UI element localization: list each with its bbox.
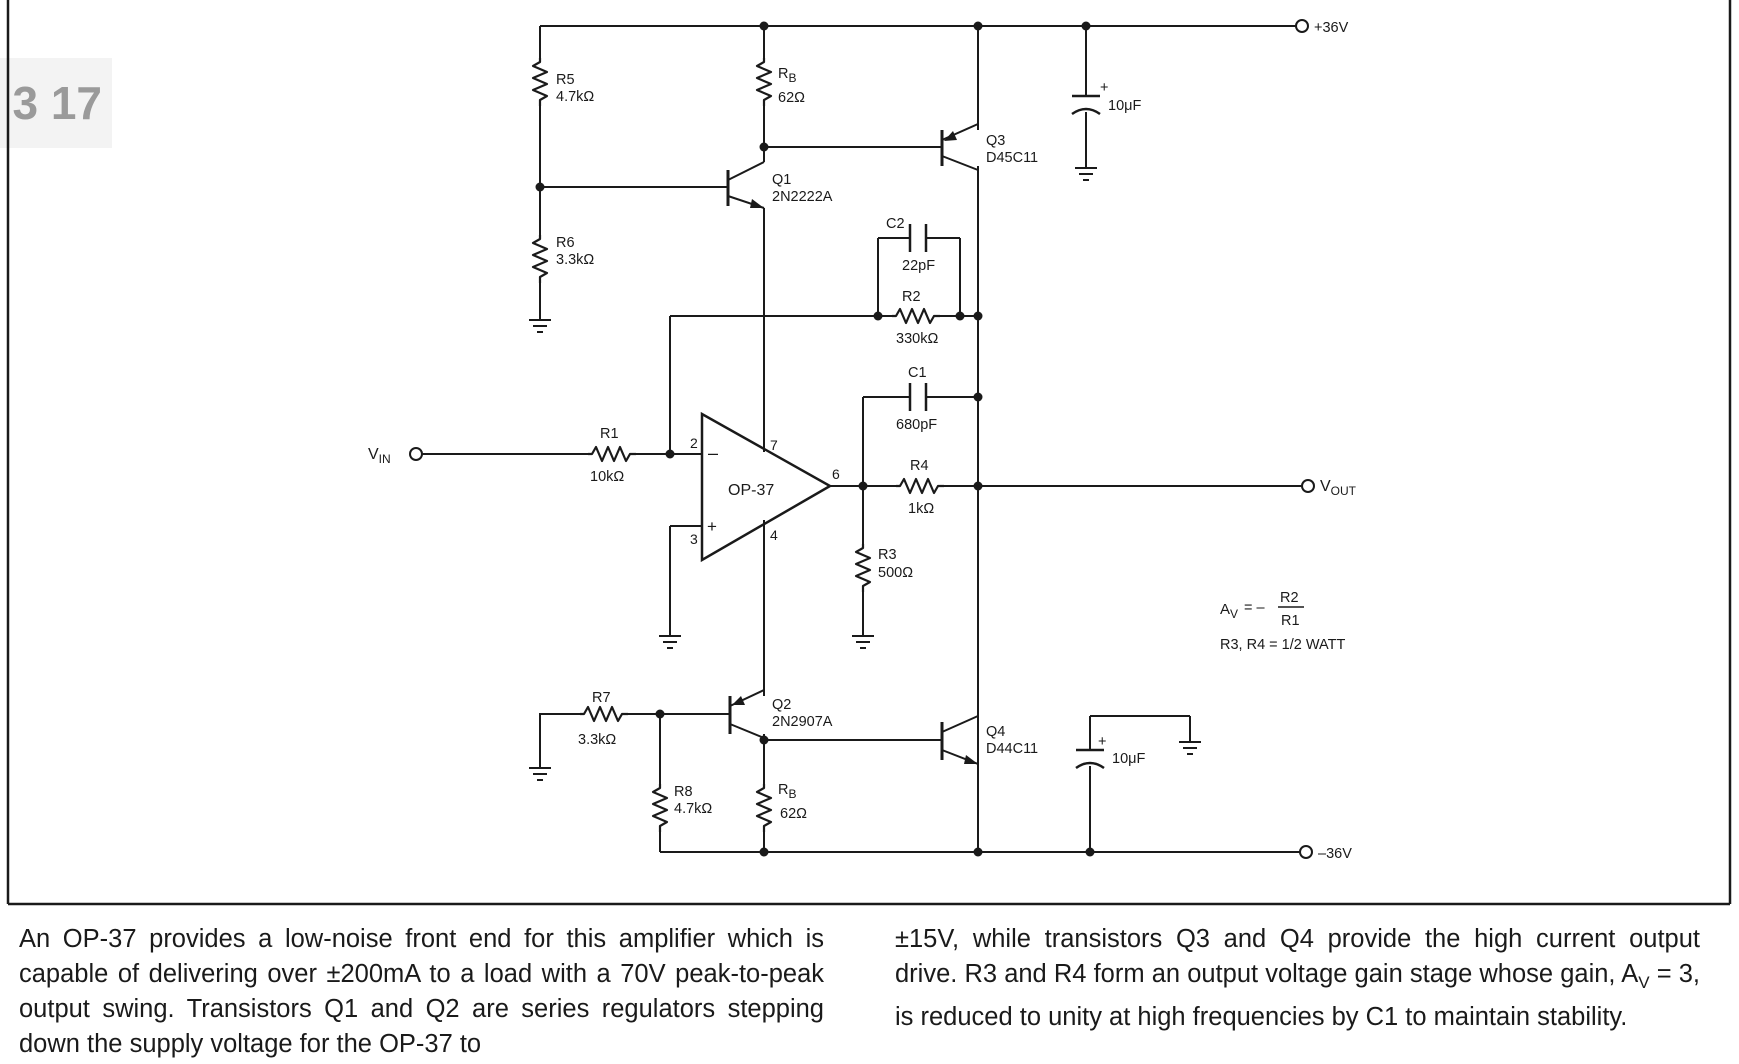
rb-bot-ref: RB (778, 782, 797, 801)
gain-lhs: AV (1220, 601, 1238, 621)
opamp-pin-3: 3 (690, 531, 698, 547)
r2-resistor (892, 307, 940, 325)
ground-icon-r7 (529, 767, 551, 781)
c-top-pol: + (1100, 80, 1108, 96)
opamp-pin-4: 4 (770, 527, 778, 543)
c-bot-capacitor (1075, 748, 1105, 770)
vout-terminal (1301, 479, 1315, 493)
c1-capacitor (908, 383, 928, 411)
q1-transistor (726, 147, 765, 209)
ground-icon-cap-top (1075, 167, 1097, 181)
page-tag: 3 17 (0, 58, 112, 148)
caption-left: An OP-37 provides a low-noise front end … (19, 925, 824, 1058)
r8-resistor (651, 784, 669, 832)
c-bot-pol: + (1098, 734, 1106, 750)
ground-symbols (529, 167, 1201, 781)
ground-icon-noninv (659, 635, 681, 649)
gain-denominator: R1 (1281, 613, 1300, 629)
r6-ref: R6 (556, 235, 575, 251)
q1-ref: Q1 (772, 172, 791, 188)
r3-ref: R3 (878, 547, 897, 563)
c2-capacitor (908, 224, 928, 252)
r7-resistor (580, 705, 628, 723)
vplus-terminal (1295, 19, 1309, 33)
rb-bot-resistor (755, 784, 773, 832)
r6-value: 3.3kΩ (556, 252, 594, 268)
r4-resistor (896, 477, 944, 495)
c1-ref: C1 (908, 365, 927, 381)
q4-ref: Q4 (986, 724, 1005, 740)
vminus-terminal (1299, 845, 1313, 859)
frame (6, 0, 1732, 906)
q1-part: 2N2222A (772, 189, 833, 205)
opamp-pin-6: 6 (832, 466, 840, 482)
wires (422, 25, 1302, 853)
q4-part: D44C11 (986, 741, 1038, 757)
opamp-minus-sign: – (708, 443, 718, 463)
r5-resistor (531, 58, 549, 106)
r1-resistor (588, 445, 636, 463)
vout-label: VOUT (1320, 478, 1357, 498)
ground-icon-r6 (529, 319, 551, 333)
r8-ref: R8 (674, 784, 693, 800)
q2-ref: Q2 (772, 697, 791, 713)
gain-numerator: R2 (1280, 590, 1299, 606)
q2-transistor (728, 689, 765, 739)
r7-ref: R7 (592, 690, 611, 706)
c-bot-value: 10μF (1112, 751, 1145, 767)
r1-value: 10kΩ (590, 469, 624, 485)
opamp-pin-7: 7 (770, 437, 778, 453)
opamp-name: OP-37 (728, 482, 774, 499)
ground-icon-r3 (852, 635, 874, 649)
vin-label: VIN (368, 446, 391, 466)
gain-eq: = – (1244, 600, 1265, 616)
r2-ref: R2 (902, 289, 921, 305)
c-top-capacitor (1071, 94, 1101, 116)
schematic: OP-37 – + 2 3 7 4 6 +36V –36V VIN VOUT R… (6, 0, 1732, 906)
r4-value: 1kΩ (908, 501, 934, 517)
q3-part: D45C11 (986, 150, 1038, 166)
r2-value: 330kΩ (896, 331, 938, 347)
vplus-label: +36V (1314, 20, 1349, 36)
q4-transistor (940, 715, 979, 765)
c2-ref: C2 (886, 216, 905, 232)
junctions (535, 21, 1095, 857)
r8-value: 4.7kΩ (674, 801, 712, 817)
vminus-label: –36V (1318, 846, 1352, 862)
ground-icon-cap-bot (1179, 741, 1201, 755)
q3-ref: Q3 (986, 133, 1005, 149)
q2-part: 2N2907A (772, 714, 833, 730)
rb-top-ref: RB (778, 66, 797, 85)
rb-bot-value: 62Ω (780, 806, 807, 822)
r5-ref: R5 (556, 72, 575, 88)
opamp-symbol (700, 411, 833, 563)
rating-note: R3, R4 = 1/2 WATT (1220, 637, 1345, 653)
r6-resistor (531, 235, 549, 283)
caption-right: ±15V, while transistors Q3 and Q4 provid… (895, 925, 1700, 1032)
opamp-pin-2: 2 (690, 435, 698, 451)
r5-value: 4.7kΩ (556, 89, 594, 105)
rb-top-resistor (755, 58, 773, 106)
r4-ref: R4 (910, 458, 929, 474)
r7-value: 3.3kΩ (578, 732, 616, 748)
vin-terminal (409, 447, 423, 461)
q3-transistor (940, 26, 979, 171)
c1-value: 680pF (896, 417, 937, 433)
c-top-value: 10μF (1108, 98, 1141, 114)
c2-value: 22pF (902, 258, 935, 274)
rb-top-value: 62Ω (778, 90, 805, 106)
r1-ref: R1 (600, 426, 619, 442)
r3-value: 500Ω (878, 565, 913, 581)
r3-resistor (854, 544, 872, 592)
opamp-plus-sign: + (707, 517, 717, 536)
